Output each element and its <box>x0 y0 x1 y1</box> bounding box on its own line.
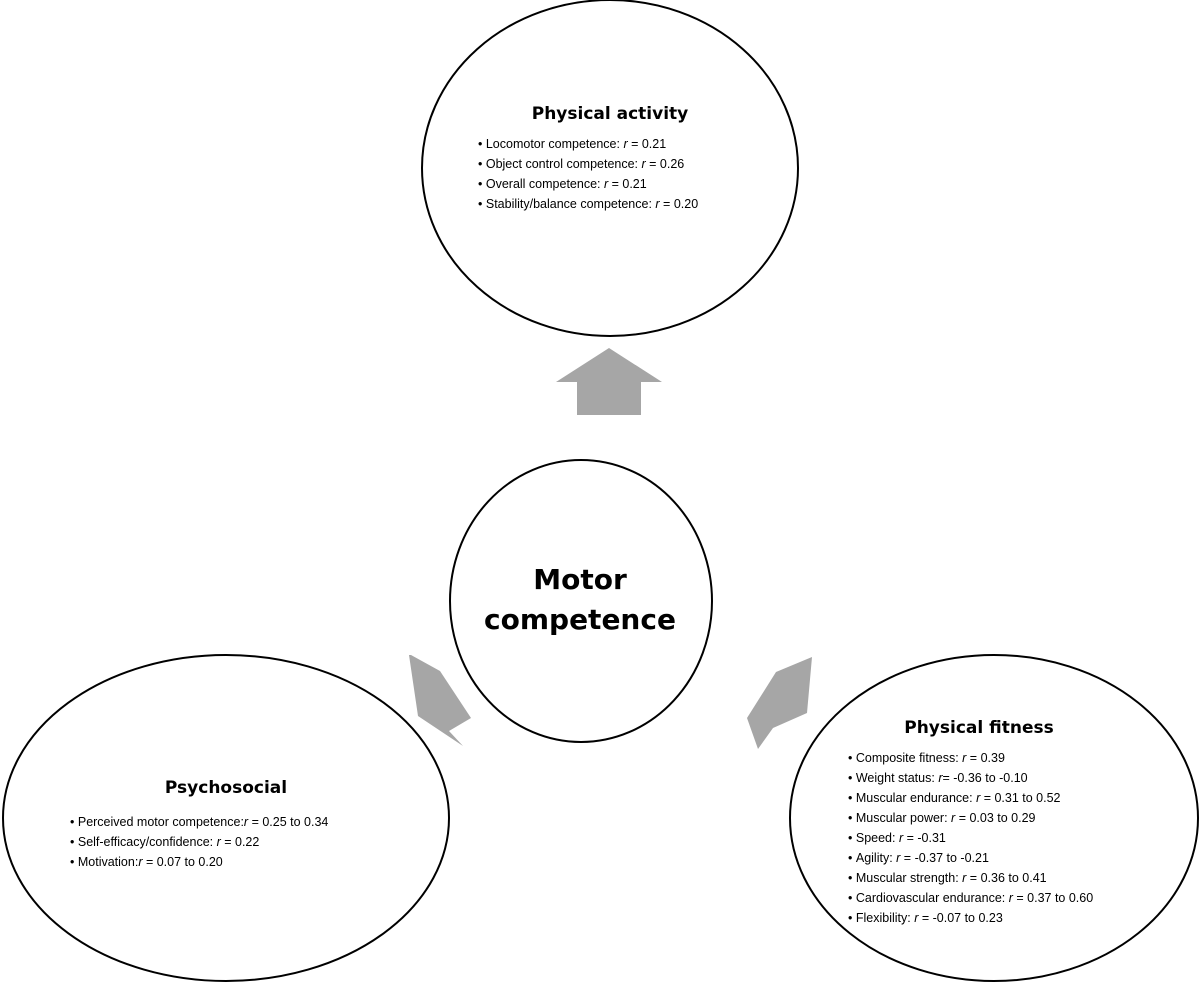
correlation-symbol: r <box>216 835 221 849</box>
correlation-value: = 0.07 to 0.20 <box>142 855 223 869</box>
correlation-symbol: r <box>641 157 646 171</box>
item-label: Agility: <box>855 851 897 865</box>
correlation-symbol: r <box>623 137 628 151</box>
correlation-value: = 0.03 to 0.29 <box>955 811 1036 825</box>
arrow-down-right-icon <box>747 657 812 749</box>
correlation-symbol: r <box>976 791 981 805</box>
item-label: Motivation: <box>77 855 139 869</box>
correlation-value: = 0.20 <box>659 197 699 211</box>
correlation-symbol: r <box>962 751 967 765</box>
correlation-value: = 0.37 to 0.60 <box>1012 891 1094 905</box>
correlation-symbol: r <box>243 815 249 829</box>
item-label: Self-efficacy/confidence: <box>77 835 217 849</box>
physical-fitness-title: Physical fitness <box>904 718 1054 738</box>
correlation-symbol: r <box>914 911 919 925</box>
correlation-symbol: r <box>603 177 609 191</box>
list-item: Self-efficacy/confidence: r = 0.22 <box>70 832 382 852</box>
psychosocial-ellipse <box>2 654 450 982</box>
correlation-value: = -0.37 to -0.21 <box>900 851 989 865</box>
psychosocial-title: Psychosocial <box>164 778 288 798</box>
item-label: Perceived motor competence: <box>77 815 244 829</box>
correlation-value: = -0.31 <box>903 831 946 845</box>
item-label: Locomotor competence: <box>485 137 624 151</box>
item-label: Muscular power: <box>855 811 952 825</box>
correlation-value: = 0.21 <box>627 137 667 151</box>
physical-fitness-list: Composite fitness: r = 0.39Weight status… <box>848 748 1110 928</box>
correlation-value: = -0.36 to -0.10 <box>942 771 1028 785</box>
correlation-value: = 0.25 to 0.34 <box>248 815 329 829</box>
list-item: Motivation:r = 0.07 to 0.20 <box>70 852 382 872</box>
motor-competence-line2: competence <box>484 603 676 636</box>
correlation-value: = 0.26 <box>645 157 685 171</box>
physical-activity-title: Physical activity <box>531 104 689 124</box>
list-item: Muscular endurance: r = 0.31 to 0.52 <box>848 788 1110 808</box>
list-item: Muscular power: r = 0.03 to 0.29 <box>848 808 1110 828</box>
item-label: Overall competence: <box>485 177 604 191</box>
item-label: Speed: <box>855 831 899 845</box>
list-item: Weight status: r= -0.36 to -0.10 <box>848 768 1110 788</box>
arrow-down-left-icon <box>409 655 471 746</box>
item-label: Muscular strength: <box>855 871 963 885</box>
item-label: Cardiovascular endurance: <box>855 891 1009 905</box>
motor-competence-line1: Motor <box>533 563 627 596</box>
correlation-value: = 0.36 to 0.41 <box>966 871 1047 885</box>
correlation-symbol: r <box>1008 891 1013 905</box>
item-label: Muscular endurance: <box>855 791 977 805</box>
correlation-value: = 0.22 <box>220 835 260 849</box>
item-label: Weight status: <box>855 771 939 785</box>
arrow-up-icon <box>556 348 662 415</box>
list-item: Muscular strength: r = 0.36 to 0.41 <box>848 868 1110 888</box>
correlation-symbol: r <box>138 855 143 869</box>
list-item: Speed: r = -0.31 <box>848 828 1110 848</box>
list-item: Cardiovascular endurance: r = 0.37 to 0.… <box>848 888 1110 908</box>
correlation-symbol: r <box>896 851 901 865</box>
physical-fitness-ellipse <box>789 654 1199 982</box>
item-label: Object control competence: <box>485 157 642 171</box>
physical-activity-box: Physical activity Locomotor competence: … <box>478 104 742 214</box>
item-label: Flexibility: <box>855 911 915 925</box>
correlation-symbol: r <box>938 771 943 785</box>
psychosocial-list: Perceived motor competence:r = 0.25 to 0… <box>70 812 382 872</box>
correlation-symbol: r <box>898 831 904 845</box>
list-item: Perceived motor competence:r = 0.25 to 0… <box>70 812 382 832</box>
list-item: Locomotor competence: r = 0.21 <box>478 134 742 154</box>
motor-competence-title: Motor competence <box>460 560 700 640</box>
list-item: Overall competence: r = 0.21 <box>478 174 742 194</box>
psychosocial-box: Psychosocial Perceived motor competence:… <box>70 778 382 872</box>
correlation-value: = 0.31 to 0.52 <box>980 791 1061 805</box>
list-item: Flexibility: r = -0.07 to 0.23 <box>848 908 1110 928</box>
correlation-value: = 0.39 <box>966 751 1005 765</box>
list-item: Stability/balance competence: r = 0.20 <box>478 194 742 214</box>
motor-competence-circle <box>449 459 713 743</box>
physical-activity-list: Locomotor competence: r = 0.21Object con… <box>478 134 742 214</box>
physical-activity-ellipse <box>421 0 799 337</box>
list-item: Agility: r = -0.37 to -0.21 <box>848 848 1110 868</box>
list-item: Composite fitness: r = 0.39 <box>848 748 1110 768</box>
list-item: Object control competence: r = 0.26 <box>478 154 742 174</box>
item-label: Composite fitness: <box>855 751 963 765</box>
correlation-symbol: r <box>951 811 956 825</box>
item-label: Stability/balance competence: <box>485 197 656 211</box>
correlation-symbol: r <box>962 871 967 885</box>
correlation-value: = 0.21 <box>608 177 647 191</box>
correlation-value: = -0.07 to 0.23 <box>918 911 1003 925</box>
physical-fitness-box: Physical fitness Composite fitness: r = … <box>848 718 1110 928</box>
correlation-symbol: r <box>655 197 660 211</box>
